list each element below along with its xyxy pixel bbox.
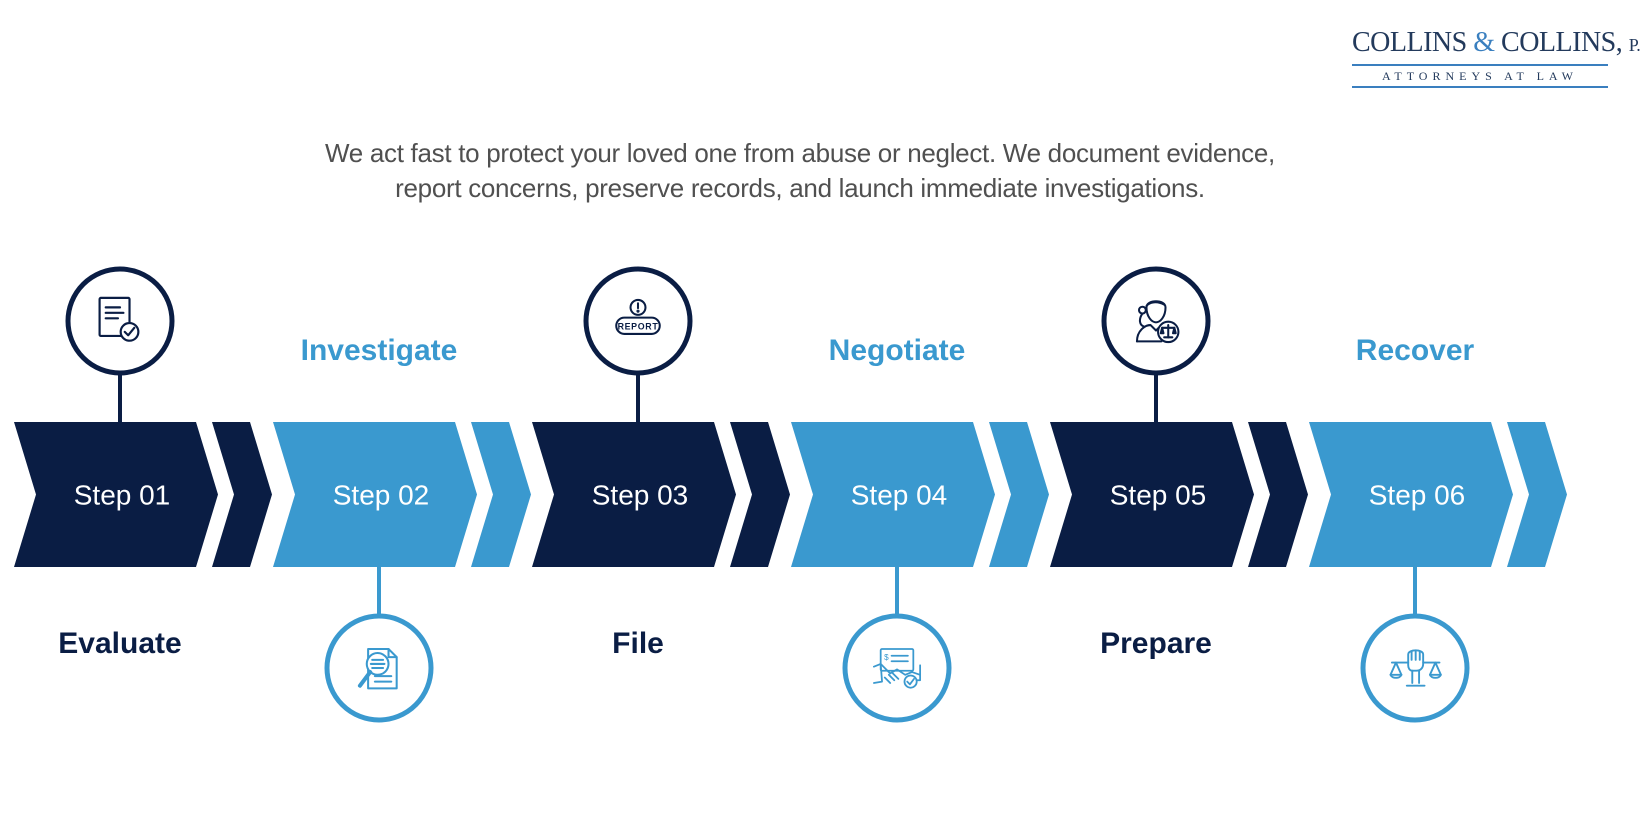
logo-name-part1: COLLINS: [1352, 27, 1474, 58]
document-check-icon: [98, 296, 140, 342]
step-1-connector-chevron: [212, 422, 272, 567]
step-2-name: Investigate: [301, 334, 458, 367]
logo-rule-top: [1352, 64, 1608, 66]
step-2: Step 02 Investigate: [273, 334, 531, 723]
intro-line-1: We act fast to protect your loved one fr…: [325, 138, 1275, 168]
step-4-chevron: [791, 422, 995, 567]
step-4-name: Negotiate: [829, 334, 966, 367]
fist-scales-icon: [1389, 649, 1442, 687]
step-6-chevron: [1309, 422, 1513, 567]
logo: COLLINS & COLLINS, P.C. ATTORNEYS AT LAW: [1352, 26, 1640, 88]
step-4-connector-chevron: [989, 422, 1049, 567]
step-1-label: Step 01: [74, 480, 171, 511]
step-4-icon-circle: [842, 613, 952, 723]
step-5-chevron: [1050, 422, 1254, 567]
logo-ampersand: &: [1473, 27, 1495, 58]
step-2-connector-chevron: [471, 422, 531, 567]
intro-line-2: report concerns, preserve records, and l…: [395, 173, 1205, 203]
step-6-label: Step 06: [1369, 480, 1466, 511]
step-5-icon-circle: [1101, 266, 1211, 376]
step-3-connector-chevron: [730, 422, 790, 567]
step-1-icon-circle: [65, 266, 175, 376]
step-3-label: Step 03: [592, 480, 689, 511]
step-6-connector-chevron: [1507, 422, 1567, 567]
step-3: Step 03 File: [532, 266, 790, 660]
step-3-icon-circle: [583, 266, 693, 376]
logo-suffix: P.C.: [1628, 35, 1640, 55]
step-2-chevron: [273, 422, 477, 567]
step-3-name: File: [612, 627, 664, 660]
step-5-name: Prepare: [1100, 627, 1212, 660]
logo-tagline: ATTORNEYS AT LAW: [1382, 69, 1578, 83]
step-2-icon-circle: [324, 613, 434, 723]
logo-rule-bottom: [1352, 86, 1608, 88]
step-6-name: Recover: [1356, 334, 1475, 367]
report-alert-icon: [615, 298, 661, 335]
step-4-label: Step 04: [851, 480, 948, 511]
step-5-connector-chevron: [1248, 422, 1308, 567]
judge-scales-icon: [1135, 300, 1180, 344]
step-1: Step 01 Evaluate: [14, 266, 272, 660]
step-6-icon-circle: [1360, 613, 1470, 723]
step-5: Step 05 Prepare: [1050, 266, 1308, 660]
step-1-chevron: [14, 422, 218, 567]
logo-name-part2: COLLINS,: [1494, 27, 1629, 58]
step-2-label: Step 02: [333, 480, 430, 511]
step-1-name: Evaluate: [58, 627, 181, 660]
step-6: Step 06 Recover: [1309, 334, 1567, 723]
handshake-check-icon: [872, 648, 922, 689]
logo-wordmark: COLLINS & COLLINS, P.C.: [1352, 26, 1640, 62]
step-3-chevron: [532, 422, 736, 567]
step-4: Step 04 Negotiate: [791, 334, 1049, 723]
step-5-label: Step 05: [1110, 480, 1207, 511]
intro-text: We act fast to protect your loved one fr…: [220, 136, 1380, 206]
magnifier-document-icon: [360, 649, 397, 688]
